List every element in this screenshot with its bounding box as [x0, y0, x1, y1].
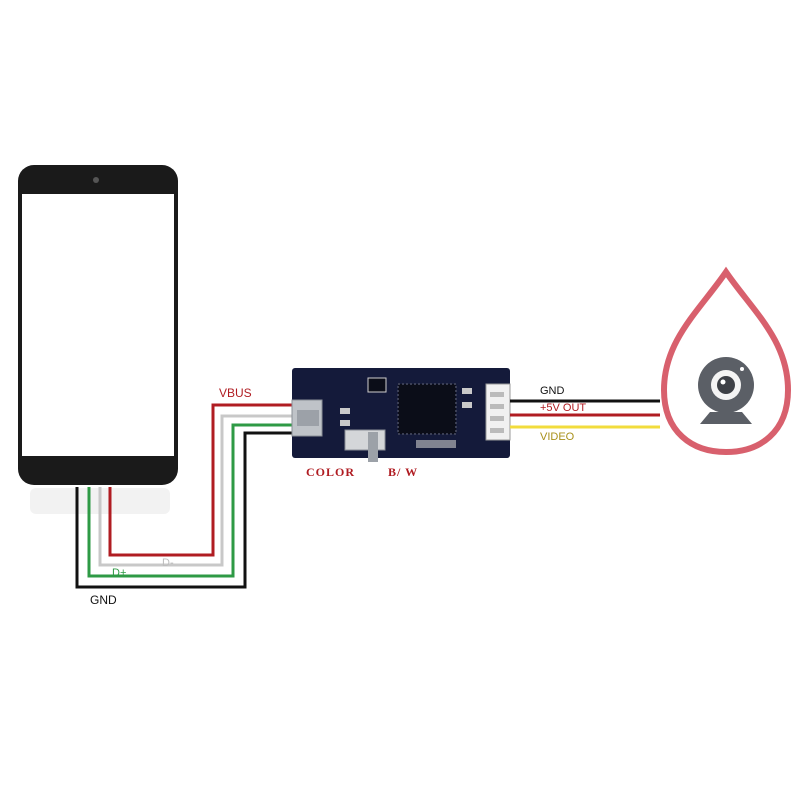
connector-pin — [490, 416, 504, 421]
connector-pin — [490, 428, 504, 433]
usb-wires — [75, 403, 292, 589]
label-d-minus: D- — [162, 557, 174, 569]
capture-module-board — [291, 368, 511, 462]
component — [416, 440, 456, 448]
webcam-indicator — [740, 367, 744, 371]
connector-pin — [490, 392, 504, 397]
label-video: VIDEO — [540, 431, 575, 443]
webcam-lens — [717, 376, 735, 394]
camera-wires — [510, 399, 660, 429]
wire-d-minus — [98, 414, 292, 567]
micro-usb-port-inner — [297, 410, 319, 426]
component — [340, 420, 350, 426]
phone-screen — [22, 194, 174, 456]
slide-switch[interactable] — [344, 429, 386, 451]
wire-gnd-left — [75, 431, 292, 589]
label-d-plus: D+ — [112, 567, 126, 579]
component — [462, 402, 472, 408]
small-chip — [367, 377, 387, 393]
smartphone-icon — [18, 165, 178, 514]
label-switch-color: COLOR — [306, 465, 355, 479]
phone-camera-dot — [93, 177, 99, 183]
label-gnd-right: GND — [540, 385, 565, 397]
label-5v-out: +5V OUT — [540, 402, 586, 414]
webcam-icon — [698, 357, 754, 424]
wire-d-plus — [87, 423, 292, 578]
webcam-stand — [700, 412, 752, 424]
component — [462, 388, 472, 394]
slide-switch-knob[interactable] — [368, 432, 378, 462]
connector-pin — [490, 404, 504, 409]
wire-vbus — [108, 403, 292, 557]
label-switch-bw: B/ W — [388, 465, 418, 479]
main-chip — [397, 383, 457, 435]
label-gnd-left: GND — [90, 593, 117, 607]
label-vbus: VBUS — [219, 386, 252, 400]
webcam-lens-glint — [720, 379, 726, 385]
component — [340, 408, 350, 414]
